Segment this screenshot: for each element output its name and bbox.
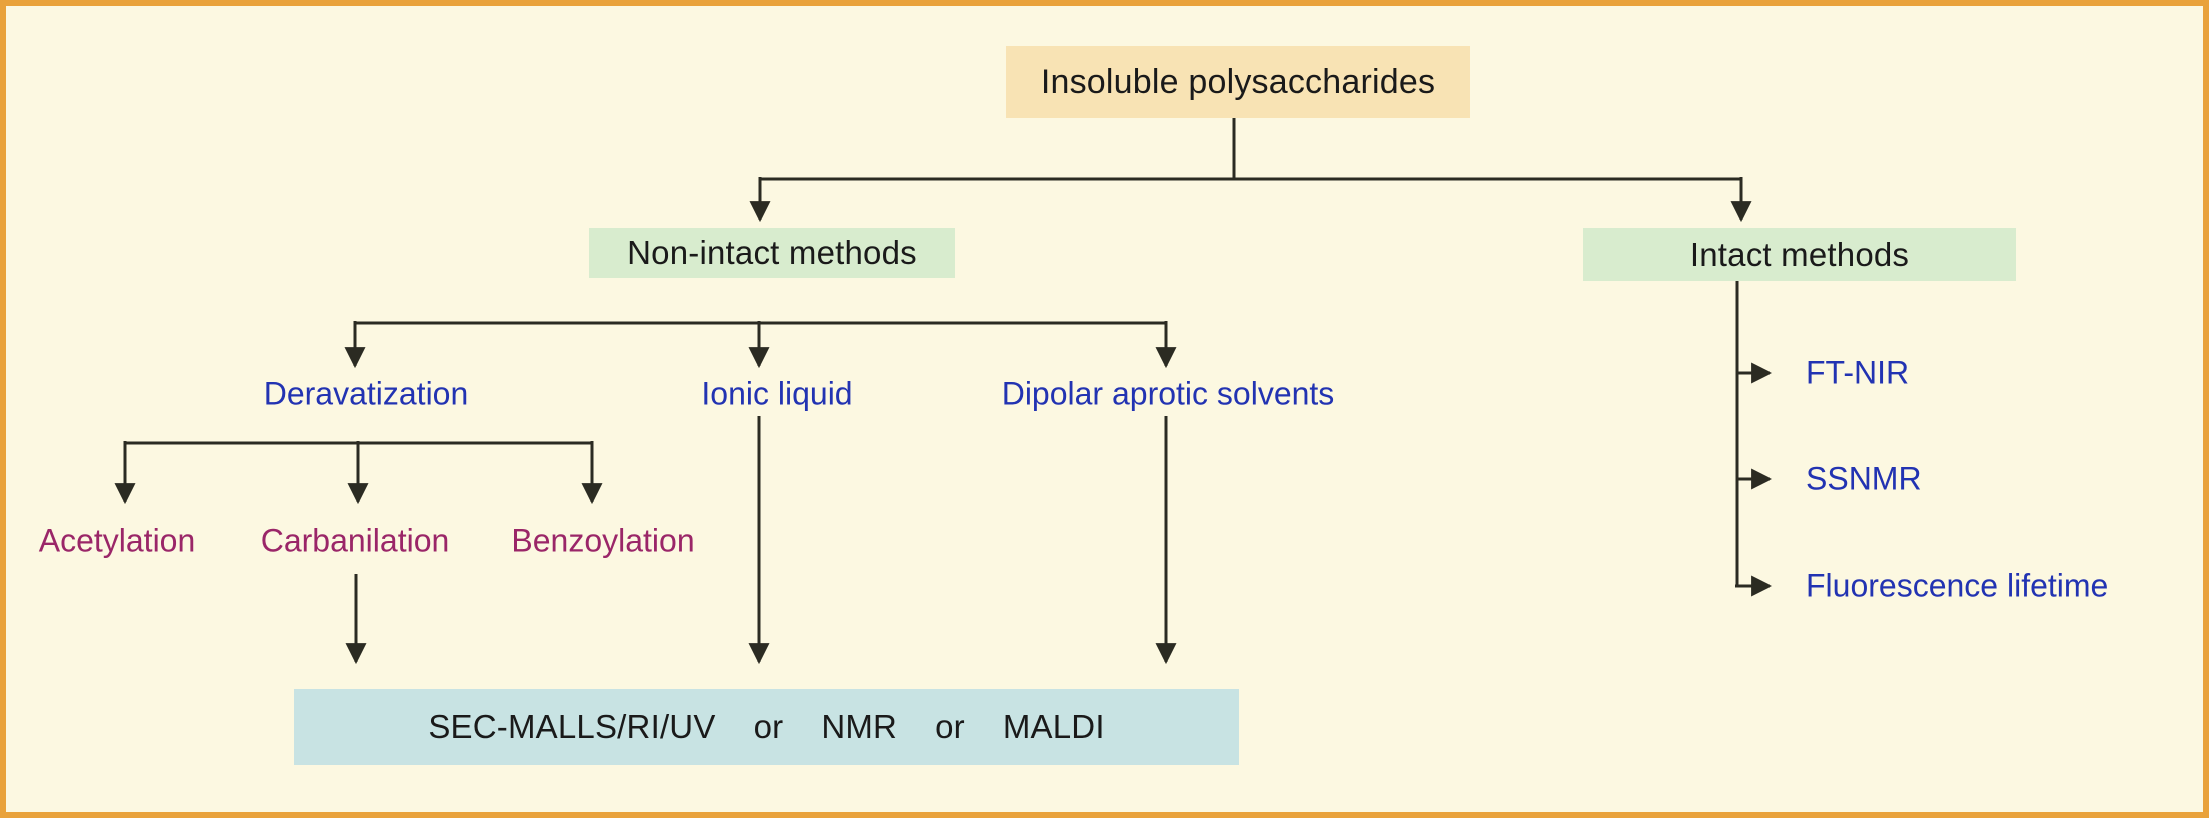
analysis-token-nmr: NMR	[821, 708, 898, 745]
edge-intact-branch	[1735, 281, 1773, 597]
intact-methods-label: Intact methods	[1689, 235, 1910, 273]
analysis-token-or-1: or	[753, 708, 784, 745]
analysis-token-sec-malls: SEC-MALLS/RI/UV	[428, 708, 716, 745]
analysis-token-maldi: MALDI	[1002, 708, 1105, 745]
dipolar-aprotic-solvents-label: Dipolar aprotic solvents	[1001, 375, 1335, 412]
root-box-label: Insoluble polysaccharides	[1040, 62, 1436, 101]
analysis-methods-box: SEC-MALLS/RI/UV or NMR or MALDI	[294, 689, 1239, 765]
intact-methods-box: Intact methods	[1583, 228, 2016, 281]
ionic-liquid-label: Ionic liquid	[701, 375, 853, 412]
non-intact-methods-box: Non-intact methods	[589, 228, 955, 278]
connector-lines	[114, 112, 1773, 665]
acetylation-label: Acetylation	[38, 522, 196, 559]
edge-to-analysis-box	[345, 416, 1177, 665]
fluorescence-lifetime-label: Fluorescence lifetime	[1806, 567, 2109, 604]
carbanilation-label: Carbanilation	[260, 522, 450, 559]
derivatization-label: Deravatization	[263, 375, 469, 412]
edge-nonintact-split	[344, 321, 1177, 369]
ssnmr-label: SSNMR	[1806, 460, 1922, 497]
root-box: Insoluble polysaccharides	[1006, 46, 1470, 118]
ft-nir-label: FT-NIR	[1806, 354, 1910, 391]
non-intact-methods-label: Non-intact methods	[627, 234, 917, 271]
edge-derivatization-split	[114, 441, 603, 505]
benzoylation-label: Benzoylation	[511, 522, 695, 559]
edge-root-to-split	[749, 112, 1752, 223]
analysis-token-or-2: or	[935, 708, 965, 745]
